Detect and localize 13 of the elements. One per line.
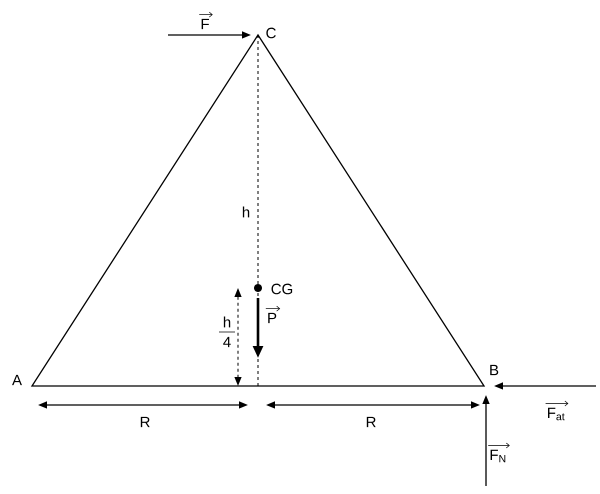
point-label: CG <box>272 284 292 294</box>
dimension-label: R <box>140 416 150 428</box>
force-label: F$_{N}$ <box>488 442 510 462</box>
height-label: h <box>242 206 250 218</box>
vertex-label: A <box>12 374 22 386</box>
fraction-denominator: 4 <box>223 336 231 348</box>
vertex-label: B <box>490 364 498 376</box>
dimension-label: R <box>366 416 376 428</box>
force-label: P <box>265 306 280 324</box>
force-label: F$_{at}$ <box>545 400 568 420</box>
vertex-label: C <box>266 28 276 38</box>
force-label: F <box>198 12 213 30</box>
fraction-numerator: h <box>224 316 230 328</box>
